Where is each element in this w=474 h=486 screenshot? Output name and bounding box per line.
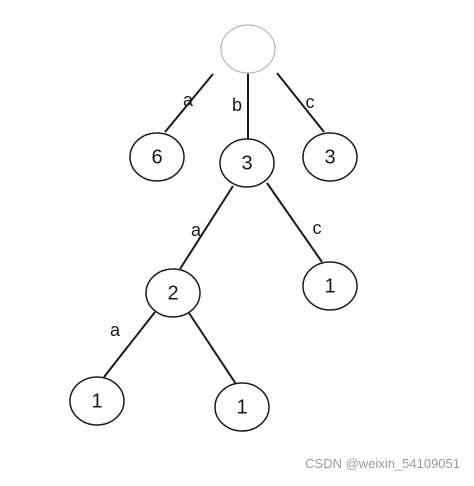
node-label-n_bab: 1 xyxy=(236,396,247,418)
edge-label-n_b-n_ba: a xyxy=(191,220,202,240)
edge-label-n_b-n_bc: c xyxy=(313,218,322,238)
node-label-n_baa: 1 xyxy=(91,390,102,412)
edge-n_b-n_bc xyxy=(266,182,323,263)
node-label-n_c: 3 xyxy=(324,146,335,168)
node-label-n_ba: 2 xyxy=(167,282,178,304)
edge-label-root-n_b: b xyxy=(232,95,242,115)
node-n_baa xyxy=(69,376,125,426)
edge-label-root-n_a: a xyxy=(183,90,194,110)
edge-root-n_a xyxy=(164,73,214,133)
edge-label-root-n_c: c xyxy=(306,92,315,112)
node-n_ba xyxy=(145,268,201,318)
node-label-n_b: 3 xyxy=(241,152,252,174)
node-n_a xyxy=(129,132,185,182)
node-n_b xyxy=(219,138,275,188)
node-n_c xyxy=(302,132,358,182)
node-label-n_bc: 1 xyxy=(324,275,335,297)
edge-label-n_ba-n_baa: a xyxy=(110,320,121,340)
node-n_bab xyxy=(214,382,270,432)
node-label-n_a: 6 xyxy=(151,146,162,168)
node-n_bc xyxy=(302,261,358,311)
watermark: CSDN @weixin_54109051 xyxy=(305,456,460,471)
node-root xyxy=(220,24,276,74)
edge-n_ba-n_baa xyxy=(103,311,156,378)
edge-n_ba-n_bab xyxy=(188,312,237,385)
edge-n_b-n_ba xyxy=(179,185,234,270)
edge-root-n_c xyxy=(276,72,325,133)
